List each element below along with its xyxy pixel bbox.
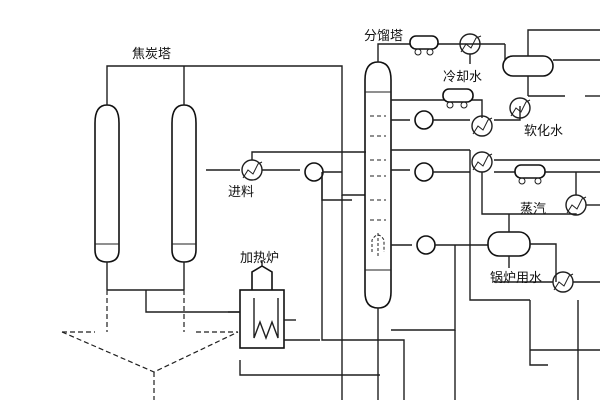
middle-side-draw xyxy=(391,149,600,185)
exchanger-3 xyxy=(471,151,493,173)
steam-label: 蒸汽 xyxy=(520,202,546,217)
overhead-system xyxy=(377,29,600,97)
fractionator-column xyxy=(364,61,392,309)
coke-discharge-lines xyxy=(61,290,239,400)
coke-tower-left xyxy=(94,104,120,263)
coke-tower-overhead-line xyxy=(106,65,366,196)
fractionator-label: 分馏塔 xyxy=(364,29,403,44)
heating-furnace xyxy=(228,260,380,376)
exchanger-1 xyxy=(471,115,493,137)
exchanger-4 xyxy=(565,194,587,216)
coke-tower-bottom-line xyxy=(106,262,244,313)
upper-side-draw xyxy=(391,88,521,130)
bottoms-system xyxy=(391,172,600,331)
feed-label: 进料 xyxy=(228,185,254,200)
feed-line xyxy=(206,151,366,201)
soft-water-label: 软化水 xyxy=(524,124,563,139)
furnace-label: 加热炉 xyxy=(240,251,279,266)
cooling-water-label: 冷却水 xyxy=(443,70,482,85)
condenser-exchanger xyxy=(459,33,482,64)
coke-towers-label: 焦炭塔 xyxy=(132,47,171,62)
product-lines xyxy=(321,150,600,400)
exchanger-2 xyxy=(509,97,531,119)
coke-tower-right xyxy=(171,104,197,263)
boiler-water-label: 锅炉用水 xyxy=(490,270,542,286)
